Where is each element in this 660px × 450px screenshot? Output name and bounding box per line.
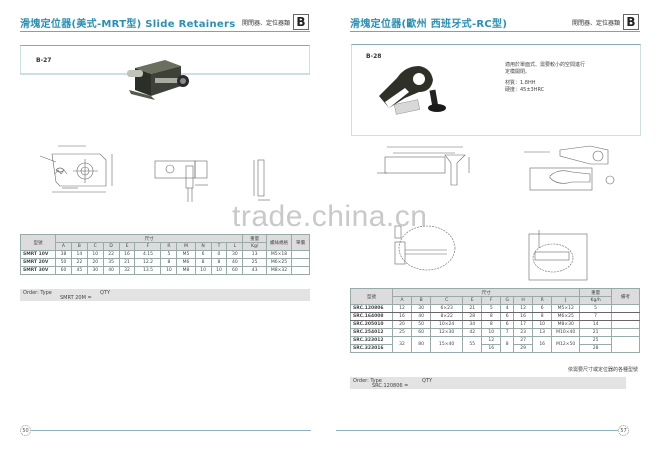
col-c: C (430, 296, 464, 305)
order-info-bar: Order: Type QTY SMRT 20M = (20, 289, 310, 301)
footer-line (336, 430, 621, 431)
category-label: 開閉器、定位器類 (241, 20, 290, 27)
right-spec-table: 型號 尺寸 重量 備考 A B C E F G H R J Kg/h SRC.1… (350, 288, 640, 353)
rc-retainer-photo (379, 66, 446, 115)
order-info-bar: Order: Type QTY SRC.120806 = (350, 377, 626, 389)
table-row: SMRT 10V 38 14 10 22 16 4.15 5 M5 6 0 30… (20, 250, 310, 259)
top-view-drawing (39, 145, 113, 193)
col-d: D (102, 242, 120, 251)
dimension-group-header: 尺寸 (54, 234, 244, 243)
table-row: SRC.323016 16 29 28 (350, 344, 640, 353)
col-f: F (134, 242, 162, 251)
section-letter: B (293, 14, 309, 30)
table-row: SRC.323012 32 80 15×40 55 12 8 27 16 M12… (350, 336, 640, 353)
col-r: R (160, 242, 178, 251)
rc-top-view-drawing (524, 145, 615, 191)
footer-line (26, 430, 311, 431)
rc-section-drawing (394, 225, 456, 271)
left-spec-table: 型號 尺寸 重量 螺絲規格 單價 A B C D E F R M N T L K… (20, 234, 310, 275)
col-b: B (70, 242, 88, 251)
table-row: SRC.205010 20 50 10×24 34 8 6 17 10 M8×3… (350, 320, 640, 329)
model-header: 型號 (350, 288, 393, 305)
col-g: G (500, 296, 515, 305)
product-description: 適用於單面式、需要較小的空間進行 定模開閉。 材質：1.8HH 硬度：45±3H… (505, 62, 586, 93)
weight-unit: Kg/h (579, 296, 612, 305)
model-header: 型號 (20, 234, 56, 251)
col-a: A (55, 242, 72, 251)
side-view-drawing (154, 160, 208, 202)
col-l: L (226, 242, 244, 251)
rc-assembly-drawing (528, 230, 588, 281)
col-n: N (194, 242, 212, 251)
product-code: B-28 (366, 53, 382, 60)
table-row: SRC.120806 12 30 6×23 21 5 4 12 6 M5×12 … (350, 304, 640, 313)
remark-header: 單價 (291, 234, 310, 251)
col-m: M (176, 242, 196, 251)
category-label: 開閉器、定位器類 (571, 20, 620, 27)
col-f: F (481, 296, 502, 305)
table-row: SRC.164008 16 40 8×22 28 8 6 16 8 M6×25 … (350, 312, 640, 321)
page-number: 50 (20, 425, 31, 436)
table-row: SMRT 30V 60 45 30 40 32 13.5 10 M8 10 10… (20, 266, 310, 275)
col-j: J (551, 296, 581, 305)
watermark: trade.china.cn (232, 200, 428, 233)
col-b: B (411, 296, 432, 305)
col-a: A (391, 296, 413, 305)
weight-group-header: 重量 (579, 288, 612, 297)
page-number: 57 (618, 425, 629, 436)
section-letter: B (623, 14, 639, 30)
page-header: 滑塊定位器(美式-MRT型) Slide Retainers 開閉器、定位器類 … (20, 14, 310, 32)
col-e: E (462, 296, 483, 305)
page-title: 滑塊定位器(美式-MRT型) Slide Retainers (20, 19, 236, 30)
remark-header: 備考 (611, 288, 640, 305)
weight-group-header: 重量 (242, 234, 267, 243)
left-catalog-page: 滑塊定位器(美式-MRT型) Slide Retainers 開閉器、定位器類 … (20, 14, 311, 436)
page-header: 滑塊定位器(歐州 西班牙式-RC型) 開閉器、定位器類 B (350, 14, 640, 32)
col-t: T (210, 242, 228, 251)
col-e: E (118, 242, 136, 251)
table-row: SMRT 20V 50 22 20 35 21 12.2 8 M6 8 8 40… (20, 258, 310, 267)
col-h: H (513, 296, 534, 305)
screw-header: 螺絲規格 (266, 234, 292, 251)
dimension-group-header: 尺寸 (391, 288, 581, 297)
right-catalog-page: 滑塊定位器(歐州 西班牙式-RC型) 開閉器、定位器類 B B-28 適用於單面… (330, 0, 660, 450)
col-r: R (532, 296, 553, 305)
page-title: 滑塊定位器(歐州 西班牙式-RC型) (350, 19, 508, 30)
col-c: C (86, 242, 104, 251)
product-code: B-27 (36, 57, 52, 64)
slide-retainer-photo (127, 60, 189, 100)
table-row: SRC.254012 25 60 12×30 42 10 7 23 13 M10… (350, 328, 640, 337)
weight-unit: Kg/ (242, 242, 267, 251)
rc-side-view-drawing (377, 146, 470, 186)
pin-drawing (253, 159, 270, 201)
table-note: 依需要尺寸或定位器的各種型號 (567, 367, 638, 373)
